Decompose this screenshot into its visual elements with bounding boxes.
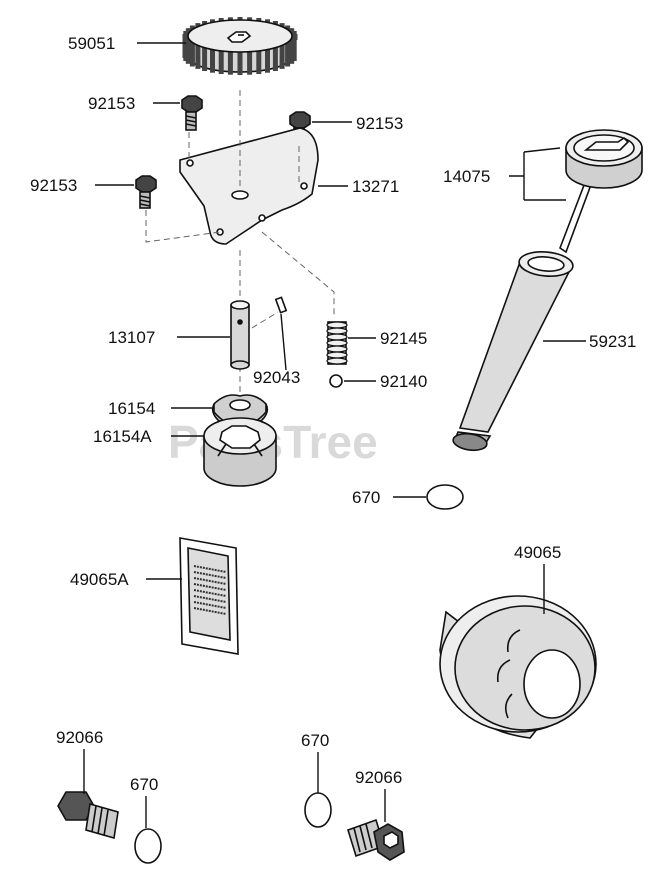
o-ring-670-tube[interactable] bbox=[426, 484, 464, 510]
mesh-line bbox=[193, 601, 227, 609]
oil-screen-49065A[interactable] bbox=[179, 537, 239, 655]
screen-mesh bbox=[193, 565, 227, 615]
outer-rotor-16154A[interactable] bbox=[203, 417, 277, 487]
bolt-92153-left[interactable] bbox=[135, 175, 157, 209]
pump-shaft-13107[interactable] bbox=[230, 300, 250, 370]
pin-92043[interactable] bbox=[274, 296, 288, 314]
gear-tooth bbox=[185, 28, 191, 35]
spring-coil bbox=[326, 351, 348, 359]
gear-tooth bbox=[202, 47, 208, 71]
gear-tooth bbox=[227, 50, 233, 75]
label-670-right: 670 bbox=[301, 731, 329, 750]
label-16154: 16154 bbox=[108, 399, 155, 418]
label-92145: 92145 bbox=[380, 329, 427, 348]
drain-plug-92066-left[interactable] bbox=[57, 791, 119, 840]
leader-lines bbox=[83, 42, 586, 828]
gear-59051[interactable] bbox=[182, 17, 298, 75]
label-59231: 59231 bbox=[589, 332, 636, 351]
label-92153-right: 92153 bbox=[356, 114, 403, 133]
spring-coil bbox=[326, 357, 348, 365]
gear-tooth bbox=[247, 50, 253, 75]
drain-plug-92066-right[interactable] bbox=[347, 818, 405, 861]
mesh-line bbox=[193, 595, 227, 603]
gear-tooth bbox=[210, 48, 215, 73]
label-14075: 14075 bbox=[443, 167, 490, 186]
spring-coil bbox=[326, 333, 348, 341]
spring-coil bbox=[326, 339, 348, 347]
gear-tooth bbox=[291, 31, 297, 37]
oil-filter-49065[interactable] bbox=[439, 595, 597, 739]
label-49065: 49065 bbox=[514, 543, 561, 562]
assembly-guides bbox=[145, 90, 335, 398]
spring-coil bbox=[326, 345, 348, 353]
oil-filler-tube-59231[interactable] bbox=[452, 250, 574, 453]
mesh-line bbox=[193, 565, 227, 573]
gear-tooth bbox=[272, 47, 278, 71]
mesh-line bbox=[193, 583, 227, 591]
gear-tooth bbox=[182, 34, 188, 58]
bolt-92153-top[interactable] bbox=[181, 95, 203, 131]
gear-tooth bbox=[279, 44, 285, 69]
o-ring-670-left[interactable] bbox=[134, 828, 162, 864]
spring-coil bbox=[326, 327, 348, 335]
label-13271: 13271 bbox=[352, 177, 399, 196]
label-92153-left: 92153 bbox=[30, 176, 77, 195]
o-ring-670-right[interactable] bbox=[304, 792, 332, 828]
spring-92145[interactable] bbox=[326, 321, 348, 365]
spring-coil bbox=[326, 321, 348, 329]
label-92066-right: 92066 bbox=[355, 768, 402, 787]
mesh-line bbox=[193, 589, 227, 597]
label-92153-top: 92153 bbox=[88, 94, 135, 113]
gear-tooth bbox=[237, 51, 243, 75]
label-49065A: 49065A bbox=[70, 570, 129, 589]
pump-cover-plate-13271[interactable] bbox=[179, 127, 319, 245]
label-59051: 59051 bbox=[68, 34, 115, 53]
gear-tooth bbox=[265, 48, 270, 73]
gear-tooth bbox=[256, 50, 262, 74]
gear-tooth bbox=[285, 42, 291, 67]
gear-tooth bbox=[195, 44, 201, 69]
label-92043: 92043 bbox=[253, 368, 300, 387]
label-13107: 13107 bbox=[108, 328, 155, 347]
spring-coils bbox=[326, 321, 348, 365]
label-670-tube: 670 bbox=[352, 488, 380, 507]
gear-tooth bbox=[189, 42, 195, 67]
mesh-line bbox=[193, 577, 227, 585]
label-92066-left: 92066 bbox=[56, 728, 103, 747]
mesh-line bbox=[193, 607, 227, 615]
dipstick-14075[interactable] bbox=[559, 129, 643, 254]
ball-92140[interactable] bbox=[329, 374, 343, 388]
gear-tooth bbox=[289, 39, 295, 64]
gear-tooth bbox=[218, 50, 224, 74]
label-92140: 92140 bbox=[380, 372, 427, 391]
mesh-line bbox=[193, 571, 227, 579]
label-16154A: 16154A bbox=[93, 427, 152, 446]
label-670-left: 670 bbox=[130, 775, 158, 794]
